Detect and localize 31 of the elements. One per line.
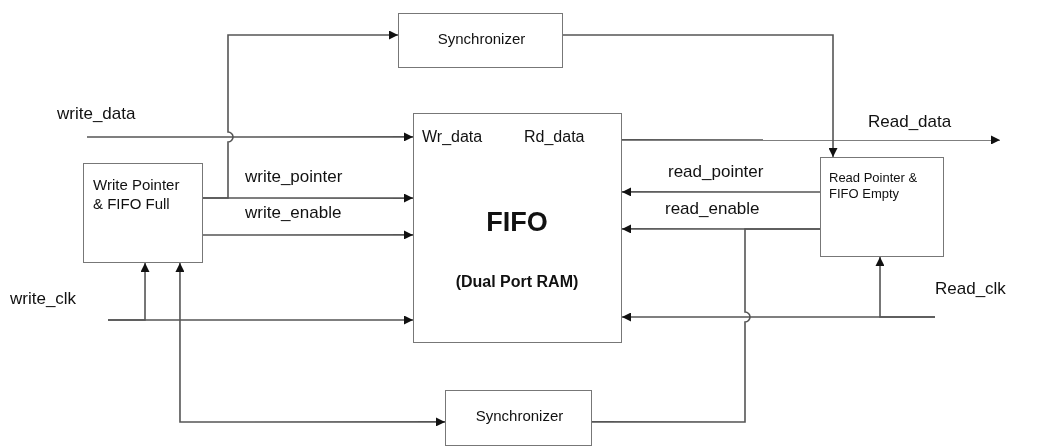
node-label: Read Pointer & FIFO Empty xyxy=(829,170,919,203)
arrow xyxy=(86,132,414,142)
edge-label: write_pointer xyxy=(245,167,343,188)
node-label: (Dual Port RAM) xyxy=(454,272,580,292)
process-box xyxy=(445,390,592,446)
edge-label: Read_clk xyxy=(935,279,1006,300)
arrow xyxy=(202,230,414,240)
arrow xyxy=(875,256,936,318)
edge-label: write_enable xyxy=(245,203,342,224)
connector-line xyxy=(591,228,821,423)
process-box xyxy=(398,13,563,68)
process-box xyxy=(83,163,203,263)
node-label: Write Pointer & FIFO Full xyxy=(93,176,181,214)
arrow xyxy=(562,34,838,158)
edge-label: read_pointer xyxy=(668,162,764,183)
edge-label: write_data xyxy=(57,104,136,125)
arrow xyxy=(621,135,1001,145)
arrow xyxy=(175,262,446,427)
node-label: Synchronizer xyxy=(474,407,565,426)
node-label: FIFO xyxy=(485,206,549,239)
edge-label: write_clk xyxy=(10,289,77,310)
arrow xyxy=(621,187,821,197)
node-label: Wr_data xyxy=(422,127,483,147)
arrow xyxy=(107,262,150,321)
edge-label: read_enable xyxy=(665,199,760,220)
edge-label: Read_data xyxy=(868,112,952,133)
process-box xyxy=(820,157,944,257)
node-label: Rd_data xyxy=(524,127,585,147)
node-label: Synchronizer xyxy=(436,30,527,49)
arrow xyxy=(202,193,414,203)
memory-block xyxy=(413,113,622,343)
